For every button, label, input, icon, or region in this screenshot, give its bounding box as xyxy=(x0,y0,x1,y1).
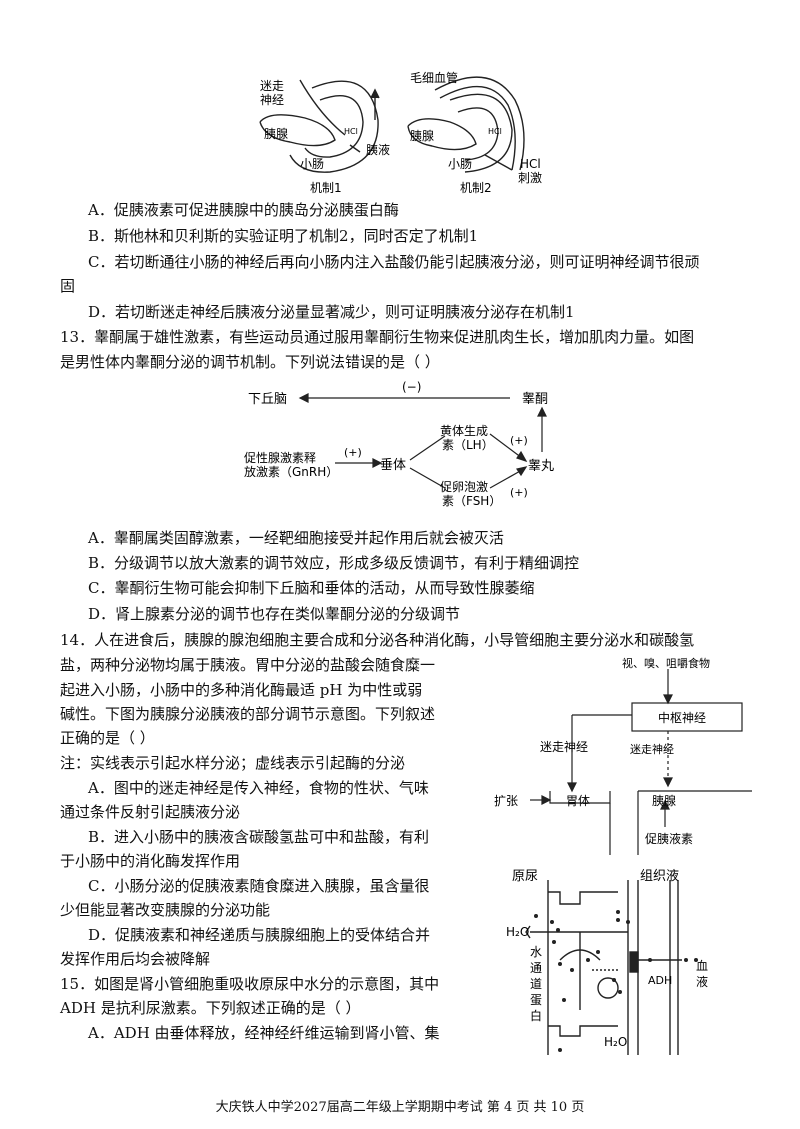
svg-text:HCl: HCl xyxy=(520,157,541,171)
q15-stem-line1: 15．如图是肾小管细胞重吸收原尿中水分的示意图，其中 xyxy=(60,975,440,993)
mech1-nerve xyxy=(299,79,346,136)
svg-text:胰腺: 胰腺 xyxy=(652,794,676,808)
svg-text:小肠: 小肠 xyxy=(448,157,472,171)
page-footer: 大庆铁人中学2027届高二年级上学期期中考试 第 4 页 共 10 页 xyxy=(215,1100,585,1115)
svg-text:H₂O: H₂O xyxy=(506,925,529,939)
mech2-capillary xyxy=(434,76,525,171)
svg-text:素（LH）: 素（LH） xyxy=(442,438,494,452)
q14-option-a-line2: 通过条件反射引起胰液分泌 xyxy=(60,803,241,821)
svg-text:血: 血 xyxy=(696,959,708,973)
svg-text:促卵泡激: 促卵泡激 xyxy=(440,480,488,494)
svg-text:HCl: HCl xyxy=(344,127,358,136)
q14-option-b-line2: 于小肠中的消化酶发挥作用 xyxy=(60,852,241,870)
q13-stem-line2: 是男性体内睾酮分泌的调节机制。下列说法错误的是（ ） xyxy=(60,353,440,371)
q13-option-d: D．肾上腺素分泌的调节也存在类似睾酮分泌的分级调节 xyxy=(88,605,461,623)
svg-text:刺激: 刺激 xyxy=(518,171,542,185)
q15-kidney-tubule-figure: 原尿 组织液 H₂O H₂O 水 通 道 蛋 白 ADH 血 液 xyxy=(506,869,708,1055)
q14-stem-line4: 碱性。下图为胰腺分泌胰液的部分调节示意图。下列叙述 xyxy=(60,705,436,723)
q14-stem-line2: 盐，两种分泌物均属于胰液。胃中分泌的盐酸会随食糜一 xyxy=(60,656,436,674)
q13-option-a: A．睾酮属类固醇激素，一经靶细胞接受并起作用后就会被灭活 xyxy=(88,529,504,547)
q15-option-a: A．ADH 由垂体释放，经神经纤维运输到肾小管、集 xyxy=(88,1024,440,1042)
svg-text:放激素（GnRH）: 放激素（GnRH） xyxy=(244,464,338,479)
svg-text:扩张: 扩张 xyxy=(494,794,518,808)
svg-text:黄体生成: 黄体生成 xyxy=(440,424,488,438)
svg-text:机制1: 机制1 xyxy=(310,181,342,195)
mech1-intestine-inner xyxy=(304,95,364,158)
q13-stem-line1: 13．睾酮属于雄性激素，有些运动员通过服用睾酮衍生物来促进肌肉生长，增加肌肉力量… xyxy=(60,328,695,346)
svg-text:小肠: 小肠 xyxy=(300,157,324,171)
svg-text:蛋: 蛋 xyxy=(530,993,542,1007)
svg-text:水: 水 xyxy=(530,945,542,959)
mech2-intestine-outer xyxy=(449,93,513,173)
svg-text:(−): (−) xyxy=(402,380,421,394)
svg-text:迷走神经: 迷走神经 xyxy=(630,742,674,756)
mech2-pancreas xyxy=(407,118,477,151)
q15-stem-line2: ADH 是抗利尿激素。下列叙述正确的是（ ） xyxy=(60,999,361,1017)
svg-text:组织液: 组织液 xyxy=(640,869,679,884)
svg-text:中枢神经: 中枢神经 xyxy=(658,710,706,725)
q14-stem-line3: 起进入小肠，小肠中的多种消化酶最适 pH 为中性或弱 xyxy=(60,681,423,699)
q14-stem-line5: 正确的是（ ） xyxy=(60,729,155,747)
svg-text:通: 通 xyxy=(530,961,542,975)
svg-text:促胰液素: 促胰液素 xyxy=(645,831,693,846)
q13-regulation-figure: (−) 下丘脑 睾酮 黄体生成 素（LH） (+) 促性腺激素释 放激素（GnR… xyxy=(244,380,554,508)
svg-text:道: 道 xyxy=(530,977,542,991)
svg-text:垂体: 垂体 xyxy=(380,458,406,473)
mech1-intestine-outer xyxy=(289,80,379,173)
svg-text:迷走: 迷走 xyxy=(260,79,284,93)
q14-option-c-line2: 少但能显著改变胰腺的分泌功能 xyxy=(60,901,271,919)
q14-option-c-line1: C．小肠分泌的促胰液素随食糜进入胰腺，虽含量很 xyxy=(88,877,430,895)
q12-option-d: D．若切断迷走神经后胰液分泌量显著减少，则可证明胰液分泌存在机制1 xyxy=(88,303,575,321)
svg-text:原尿: 原尿 xyxy=(512,869,538,884)
svg-text:胰液: 胰液 xyxy=(366,142,390,157)
q12-option-a: A．促胰液素可促进胰腺中的胰岛分泌胰蛋白酶 xyxy=(88,201,399,219)
q14-option-a-line1: A．图中的迷走神经是传入神经，食物的性状、气味 xyxy=(88,779,429,797)
svg-text:(+): (+) xyxy=(344,446,362,459)
svg-text:液: 液 xyxy=(696,974,708,989)
svg-text:神经: 神经 xyxy=(260,93,284,107)
q12-option-c-line1: C．若切断通往小肠的神经后再向小肠内注入盐酸仍能引起胰液分泌，则可证明神经调节很… xyxy=(88,253,700,271)
svg-text:HCl: HCl xyxy=(488,127,502,136)
svg-text:睾丸: 睾丸 xyxy=(528,458,554,474)
svg-text:ADH: ADH xyxy=(648,974,672,987)
q13-option-b: B．分级调节以放大激素的调节效应，形成多级反馈调节，有利于精细调控 xyxy=(88,554,580,572)
svg-text:胰腺: 胰腺 xyxy=(264,127,288,141)
svg-text:素（FSH）: 素（FSH） xyxy=(442,494,501,508)
q14-option-d-line1: D．促胰液素和神经递质与胰腺细胞上的受体结合并 xyxy=(88,926,431,944)
svg-text:胰腺: 胰腺 xyxy=(410,129,434,143)
svg-text:机制2: 机制2 xyxy=(460,181,492,195)
q12-option-c-line2: 固 xyxy=(60,277,76,295)
mech1-pancreas xyxy=(259,114,336,147)
q12-option-b: B．斯他林和贝利斯的实验证明了机制2，同时否定了机制1 xyxy=(88,227,479,245)
svg-text:白: 白 xyxy=(530,1008,542,1023)
svg-text:胃体: 胃体 xyxy=(566,794,590,808)
svg-text:H₂O: H₂O xyxy=(604,1035,627,1049)
svg-text:迷走神经: 迷走神经 xyxy=(540,740,588,754)
q14-stem-line1: 14．人在进食后，胰腺的腺泡细胞主要合成和分泌各种消化酶，小导管细胞主要分泌水和… xyxy=(60,631,695,649)
svg-text:毛细血管: 毛细血管 xyxy=(410,70,458,85)
mech2-intestine-inner xyxy=(457,107,499,161)
q14-option-d-line2: 发挥作用后均会被降解 xyxy=(60,950,211,968)
q14-option-b-line1: B．进入小肠中的胰液含碳酸氢盐可中和盐酸，有利 xyxy=(88,828,430,846)
q13-option-c: C．睾酮衍生物可能会抑制下丘脑和垂体的活动，从而导致性腺萎缩 xyxy=(88,579,535,597)
svg-text:下丘脑: 下丘脑 xyxy=(248,392,287,407)
q12-mechanism-figure: 迷走 神经 胰腺 HCl 胰液 小肠 机制1 毛细血管 胰腺 HCl 小肠 HC… xyxy=(259,70,542,195)
svg-text:睾酮: 睾酮 xyxy=(522,391,548,407)
q14-pancreas-regulation-figure: 视、嗅、咀嚼食物 中枢神经 迷走神经 迷走神经 扩张 胃体 胰腺 促胰液素 xyxy=(494,656,752,855)
svg-text:视、嗅、咀嚼食物: 视、嗅、咀嚼食物 xyxy=(622,656,710,670)
svg-text:(+): (+) xyxy=(510,434,528,447)
q14-note: 注：实线表示引起水样分泌；虚线表示引起酶的分泌 xyxy=(60,754,406,772)
svg-text:促性腺激素释: 促性腺激素释 xyxy=(244,451,316,465)
svg-text:(+): (+) xyxy=(510,486,528,499)
